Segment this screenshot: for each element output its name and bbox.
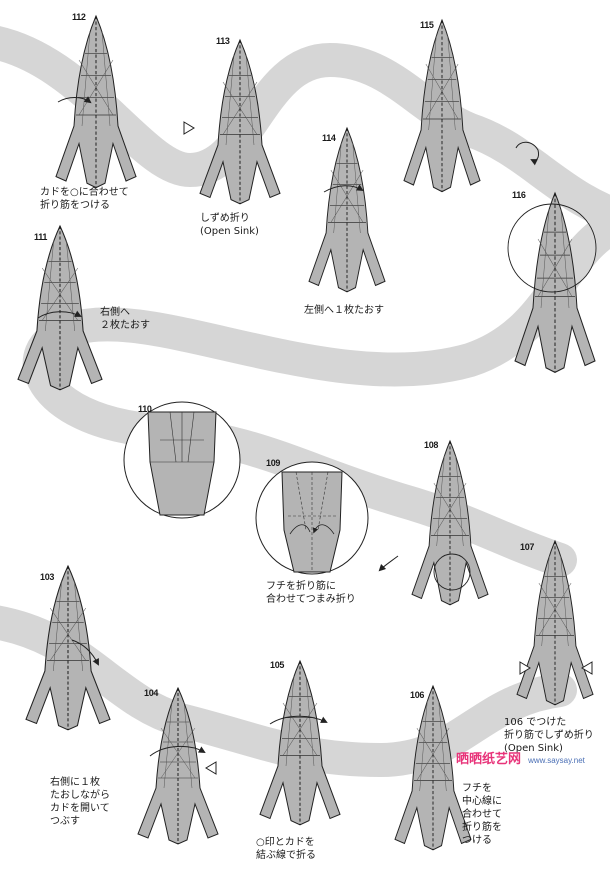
caption-step-111: 右側へ ２枚たおす <box>100 307 150 331</box>
caption-step-106: フチを 中心線に 合わせて 折り筋を つける <box>462 783 502 846</box>
caption-step-113: しずめ折り (Open Sink) <box>200 213 259 237</box>
figure-step-111 <box>17 225 103 391</box>
detail-circle-step-109 <box>255 461 369 575</box>
caption-step-114: 左側へ１枚たおす <box>304 305 384 316</box>
step-number-105: 105 <box>270 660 285 670</box>
figure-step-116 <box>514 192 596 373</box>
step-number-114: 114 <box>322 133 336 143</box>
step-number-111: 111 <box>34 232 48 242</box>
step-number-104: 104 <box>144 688 159 698</box>
step-number-108: 108 <box>424 440 439 450</box>
focus-circle-step-108 <box>433 553 471 591</box>
step-number-113: 113 <box>216 36 230 46</box>
watermark-url: www.saysay.net <box>528 756 585 765</box>
caption-step-107: 106 でつけた 折り筋でしずめ折り (Open Sink) <box>504 717 594 754</box>
focus-circle-step-116 <box>507 203 597 293</box>
step-number-106: 106 <box>410 690 425 700</box>
step-number-112: 112 <box>72 12 86 22</box>
step-number-103: 103 <box>40 572 55 582</box>
step-number-116: 116 <box>512 190 526 200</box>
caption-step-105: ○印とカドを 結ぶ線で折る <box>256 837 316 861</box>
step-number-115: 115 <box>420 20 434 30</box>
step-number-110: 110 <box>138 404 152 414</box>
detail-circle-step-110 <box>123 401 241 519</box>
caption-step-104: 右側に１枚 たおしながら カドを開いて つぶす <box>50 777 110 827</box>
step-number-109: 109 <box>266 458 281 468</box>
figure-step-112 <box>55 15 137 189</box>
watermark: 晒晒纸艺网 www.saysay.net <box>456 748 585 767</box>
step-number-107: 107 <box>520 542 535 552</box>
caption-step-112: カドを○に合わせて 折り筋をつける <box>40 187 129 211</box>
figure-step-114 <box>308 127 386 293</box>
caption-step-109: フチを折り筋に 合わせてつまみ折り <box>266 581 356 605</box>
watermark-site-name: 晒晒纸艺网 <box>456 752 522 767</box>
